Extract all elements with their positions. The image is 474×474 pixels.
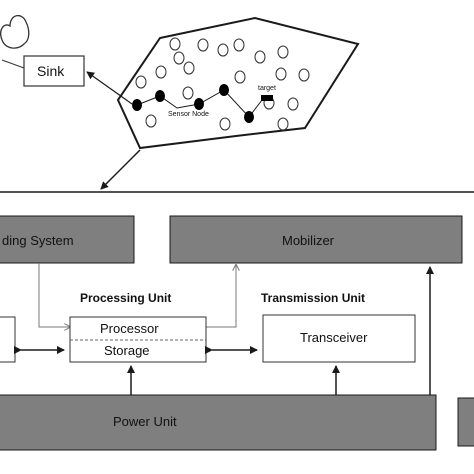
sensor-node-frame bbox=[0, 191, 474, 193]
sensor-node bbox=[135, 75, 147, 89]
sensing-to-processor-arrow bbox=[38, 263, 70, 327]
right-unit-box bbox=[457, 397, 474, 447]
sensor-node bbox=[219, 117, 231, 131]
mobilizer-box bbox=[169, 215, 463, 264]
sensor-node bbox=[233, 38, 245, 52]
sensor-node bbox=[254, 50, 266, 64]
sensor-node bbox=[182, 86, 194, 100]
transmission-unit-heading: Transmission Unit bbox=[261, 291, 366, 305]
idle-sensor-nodes bbox=[135, 37, 310, 131]
mobilizer-label: Mobilizer bbox=[282, 233, 335, 248]
sensor-node bbox=[217, 43, 229, 57]
processor-label: Processor bbox=[100, 321, 159, 336]
sink-box bbox=[23, 55, 85, 87]
sensor-node bbox=[183, 61, 195, 75]
sensor-node bbox=[234, 70, 246, 84]
target-marker bbox=[261, 95, 273, 101]
sensing-system-label: ding System bbox=[2, 233, 74, 248]
sensor-node bbox=[197, 38, 209, 52]
sensor-node bbox=[277, 45, 289, 59]
processing-unit-heading: Processing Unit bbox=[80, 291, 172, 305]
sensor-node bbox=[275, 67, 287, 81]
sensing-system-box bbox=[0, 215, 135, 264]
processor-to-mobilizer-arrow bbox=[206, 265, 236, 328]
sensor-node bbox=[155, 65, 167, 79]
transceiver-label: Transceiver bbox=[300, 330, 368, 345]
sensor-node bbox=[287, 97, 299, 111]
sensor-node bbox=[298, 68, 310, 82]
target-label: target bbox=[258, 85, 276, 92]
active-sensor-node bbox=[219, 84, 229, 96]
active-sensor-node bbox=[244, 111, 254, 123]
left-unit-box bbox=[0, 316, 16, 363]
sensor-node bbox=[173, 51, 185, 65]
field-to-sink-arrow bbox=[86, 71, 133, 105]
sensor-node bbox=[145, 114, 157, 128]
field-to-architecture-arrow bbox=[100, 149, 141, 190]
sensor-node bbox=[277, 117, 289, 131]
active-sensor-node bbox=[155, 90, 165, 102]
sink-label: Sink bbox=[37, 63, 65, 79]
active-sensor-node bbox=[132, 99, 142, 111]
transceiver-box bbox=[262, 314, 416, 363]
active-sensor-node bbox=[194, 98, 204, 110]
power-unit-box bbox=[0, 394, 437, 451]
cloud-to-sink-link bbox=[1, 59, 25, 69]
sensor-node bbox=[169, 37, 181, 51]
cloud-icon bbox=[0, 15, 30, 49]
storage-label: Storage bbox=[104, 343, 150, 358]
power-unit-label: Power Unit bbox=[113, 414, 177, 429]
sensor-node-label: Sensor Node bbox=[168, 111, 209, 118]
active-sensor-nodes bbox=[132, 84, 254, 123]
